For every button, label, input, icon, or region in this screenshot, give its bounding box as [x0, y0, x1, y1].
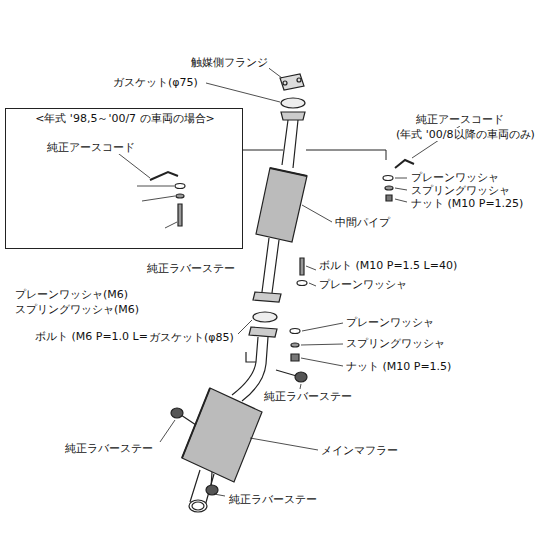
part-name: スプリングワッシャ [345, 337, 446, 350]
inset-heading: <年式 '98,5～'00/7 の車両の場合> [34, 112, 216, 125]
part-name: スプリングワッシャ [410, 184, 511, 197]
gasket-label: ガスケット(φ85) [148, 331, 235, 344]
part-name: 純正アースコード [415, 113, 505, 126]
part-name: 純正ラバーステー [263, 390, 353, 403]
part-name: 純正アースコード [46, 141, 136, 154]
part-name: プレーンワッシャ [345, 316, 435, 329]
part-name: プレーンワッシャ [410, 171, 500, 184]
flange-label: 触媒側フランジ [190, 56, 269, 69]
part-name: 純正ラバーステー [146, 262, 236, 275]
part-name: メインマフラー [320, 444, 399, 457]
gasket-label: ガスケット(φ75) [112, 76, 199, 89]
part-name: ナット (M10 P=1.25) [410, 197, 524, 210]
note: (年式 '00/8以降の車両のみ) [395, 128, 536, 141]
part-name: ナット (M10 P=1.5) [345, 360, 452, 373]
part-name: プレーンワッシャ [318, 278, 408, 291]
part-name: プレーンワッシャ(M6) [14, 288, 129, 301]
inset-box: <年式 '98,5～'00/7 の車両の場合>純正アースコードプレーンワッシャ(… [5, 108, 243, 249]
part-name: 純正ラバーステー [64, 442, 154, 455]
exhaust-parts [150, 74, 414, 512]
part-name: 純正ラバーステー [228, 493, 318, 506]
part-name: スプリングワッシャ(M6) [14, 303, 140, 316]
part-name: ボルト (M10 P=1.5 L=40) [318, 259, 458, 272]
part-name: 中間パイプ [334, 216, 391, 229]
